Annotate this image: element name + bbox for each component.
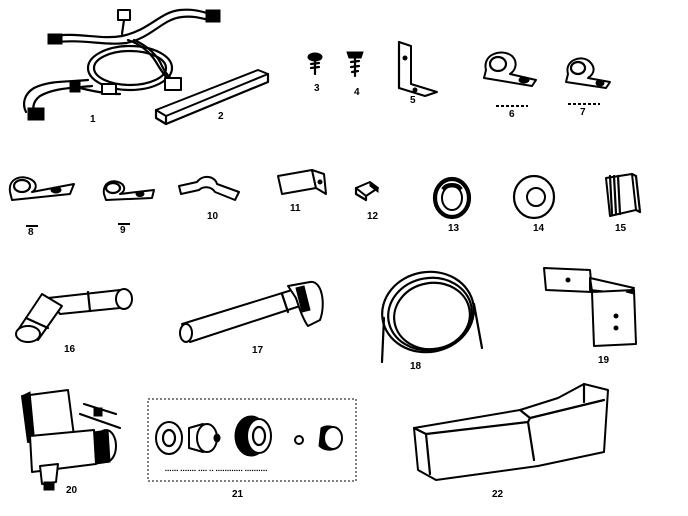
label-part-11: 11 <box>290 203 301 214</box>
elbow-tube-drawing <box>15 288 133 343</box>
parts-card-drawing <box>147 398 357 482</box>
part-19-mounting-bracket <box>530 262 640 352</box>
strap-drawing <box>178 176 240 201</box>
label-part-16: 16 <box>64 344 76 355</box>
part-21-parts-card: ▪▪▪▪▪▪ ▪▪▪▪▪▪▪ ▪▪▪▪ ▪▪ ▪▪▪▪▪▪▪▪▪▪▪▪ ▪▪▪▪… <box>147 398 357 482</box>
l-bracket-drawing <box>397 40 438 97</box>
label-part-18: 18 <box>410 361 422 372</box>
washer-drawing <box>512 174 556 220</box>
label-part-7: 7 <box>580 107 586 118</box>
clamp-drawing <box>483 51 537 87</box>
part-1-wire-harness <box>10 0 240 130</box>
tubing-coil-drawing <box>380 270 484 364</box>
part-7-clamp <box>558 50 618 90</box>
part-16-elbow-tube <box>8 278 138 348</box>
part-17-fill-tube <box>172 280 332 350</box>
label-part-20: 20 <box>66 485 78 496</box>
wire-harness-drawing <box>23 8 221 121</box>
fill-tube-drawing <box>179 280 324 343</box>
label-part-9: 9 <box>120 225 126 236</box>
clip-drawing <box>102 180 155 201</box>
label-part-22: 22 <box>492 489 504 500</box>
strip-drawing <box>154 69 270 126</box>
label-part-8: 8 <box>28 227 34 238</box>
clamp-drawing <box>565 57 611 89</box>
label-part-1: 1 <box>90 114 96 125</box>
coupler-drawing <box>354 181 379 202</box>
grommet-drawing <box>432 176 472 220</box>
label-part-10: 10 <box>207 211 219 222</box>
part-22-tray <box>408 380 620 486</box>
label-part-2: 2 <box>218 111 224 122</box>
part-9-clip <box>98 174 162 204</box>
part-5-l-bracket <box>385 38 445 98</box>
part-14-washer <box>508 172 560 222</box>
label-part-21: 21 <box>232 489 244 500</box>
label-part-13: 13 <box>448 223 460 234</box>
label-part-4: 4 <box>354 87 360 98</box>
part-4-screw <box>343 48 367 80</box>
part-2-strip <box>148 62 276 126</box>
part-18-tubing-coil <box>370 262 500 372</box>
card-fine-print: ▪▪▪▪▪▪ ▪▪▪▪▪▪▪ ▪▪▪▪ ▪▪ ▪▪▪▪▪▪▪▪▪▪▪▪ ▪▪▪▪… <box>165 468 268 474</box>
part-8-clip <box>4 170 82 204</box>
part-13-grommet <box>428 174 476 222</box>
part-3-screw <box>305 52 325 78</box>
label-part-17: 17 <box>252 345 264 356</box>
part-20-water-valve <box>10 384 134 494</box>
label-part-3: 3 <box>314 83 320 94</box>
mounting-bracket-drawing <box>543 267 637 347</box>
screw-drawing <box>346 51 364 78</box>
screw-drawing <box>307 52 323 76</box>
label-part-5: 5 <box>410 95 416 106</box>
clip-drawing <box>8 176 75 201</box>
part-10-strap <box>175 172 245 206</box>
label-part-14: 14 <box>533 223 545 234</box>
label-part-12: 12 <box>367 211 379 222</box>
part-12-coupler <box>350 176 384 202</box>
label-part-15: 15 <box>615 223 627 234</box>
bracket-drawing <box>277 169 327 195</box>
filter-pad-drawing <box>605 172 642 217</box>
label-part-6: 6 <box>509 109 515 120</box>
part-15-filter-pad <box>600 170 644 222</box>
label-part-19: 19 <box>598 355 610 366</box>
part-6-clamp <box>472 44 542 88</box>
water-valve-drawing <box>21 389 122 491</box>
tray-drawing <box>412 382 609 481</box>
part-11-bracket <box>272 166 332 206</box>
